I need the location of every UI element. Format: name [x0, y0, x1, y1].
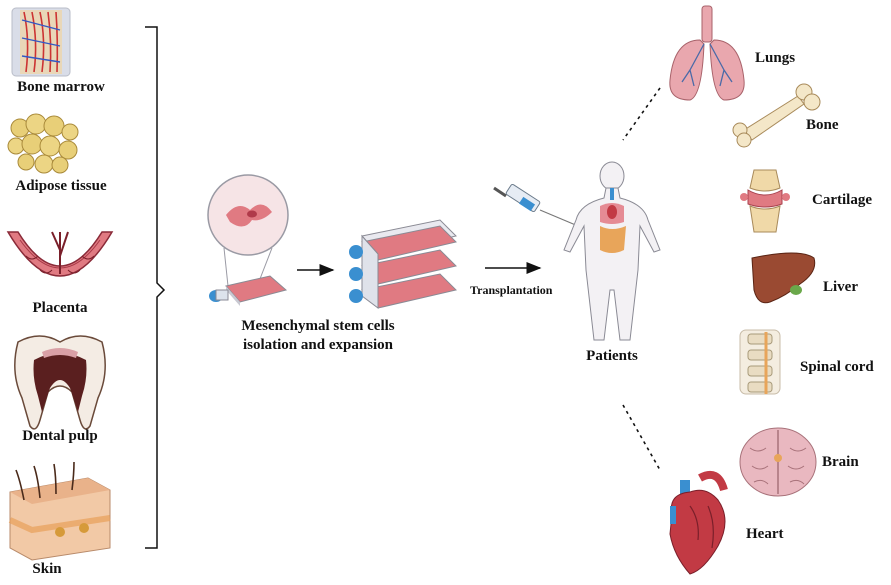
dental-pulp-icon [14, 335, 106, 430]
heart-icon [669, 471, 728, 575]
msc-caption-line1: Mesenchymal stem cells [241, 318, 395, 334]
source-label-dental-pulp: Dental pulp [22, 428, 98, 444]
culture-flask-icon [209, 275, 288, 306]
source-label-bone-marrow: Bone marrow [17, 79, 105, 95]
target-label-brain: Brain [822, 454, 859, 470]
source-bracket [145, 26, 166, 549]
target-label-lungs: Lungs [755, 50, 796, 66]
lungs-icon [669, 5, 745, 101]
placenta-icon [6, 231, 114, 277]
target-label-liver: Liver [823, 279, 858, 295]
brain-icon [739, 427, 817, 497]
target-label-bone: Bone [806, 117, 839, 133]
bone-marrow-icon [11, 7, 71, 77]
msc-caption: Mesenchymal stem cells isolation and exp… [218, 317, 418, 355]
target-label-cartilage: Cartilage [812, 192, 872, 208]
bone-icon [732, 83, 821, 148]
msc-caption-line2: isolation and expansion [242, 337, 394, 353]
liver-icon [751, 252, 816, 304]
transplantation-label: Transplantation [470, 283, 553, 297]
patient-figure-icon [563, 161, 661, 341]
cell-magnifier-icon [207, 174, 289, 287]
adipose-tissue-icon [7, 113, 79, 174]
patients-label: Patients [586, 348, 638, 364]
stacked-flasks-icon [349, 219, 457, 309]
connector-top [622, 87, 661, 141]
source-label-placenta: Placenta [32, 300, 88, 316]
source-label-adipose-tissue: Adipose tissue [15, 178, 107, 194]
target-label-spinal-cord: Spinal cord [800, 359, 874, 375]
spinal-cord-icon [739, 329, 781, 395]
target-label-heart: Heart [746, 526, 784, 542]
connector-bottom [622, 404, 661, 471]
source-label-skin: Skin [32, 561, 62, 577]
syringe-icon [493, 183, 579, 227]
cartilage-icon [740, 169, 790, 233]
skin-icon [8, 461, 111, 561]
